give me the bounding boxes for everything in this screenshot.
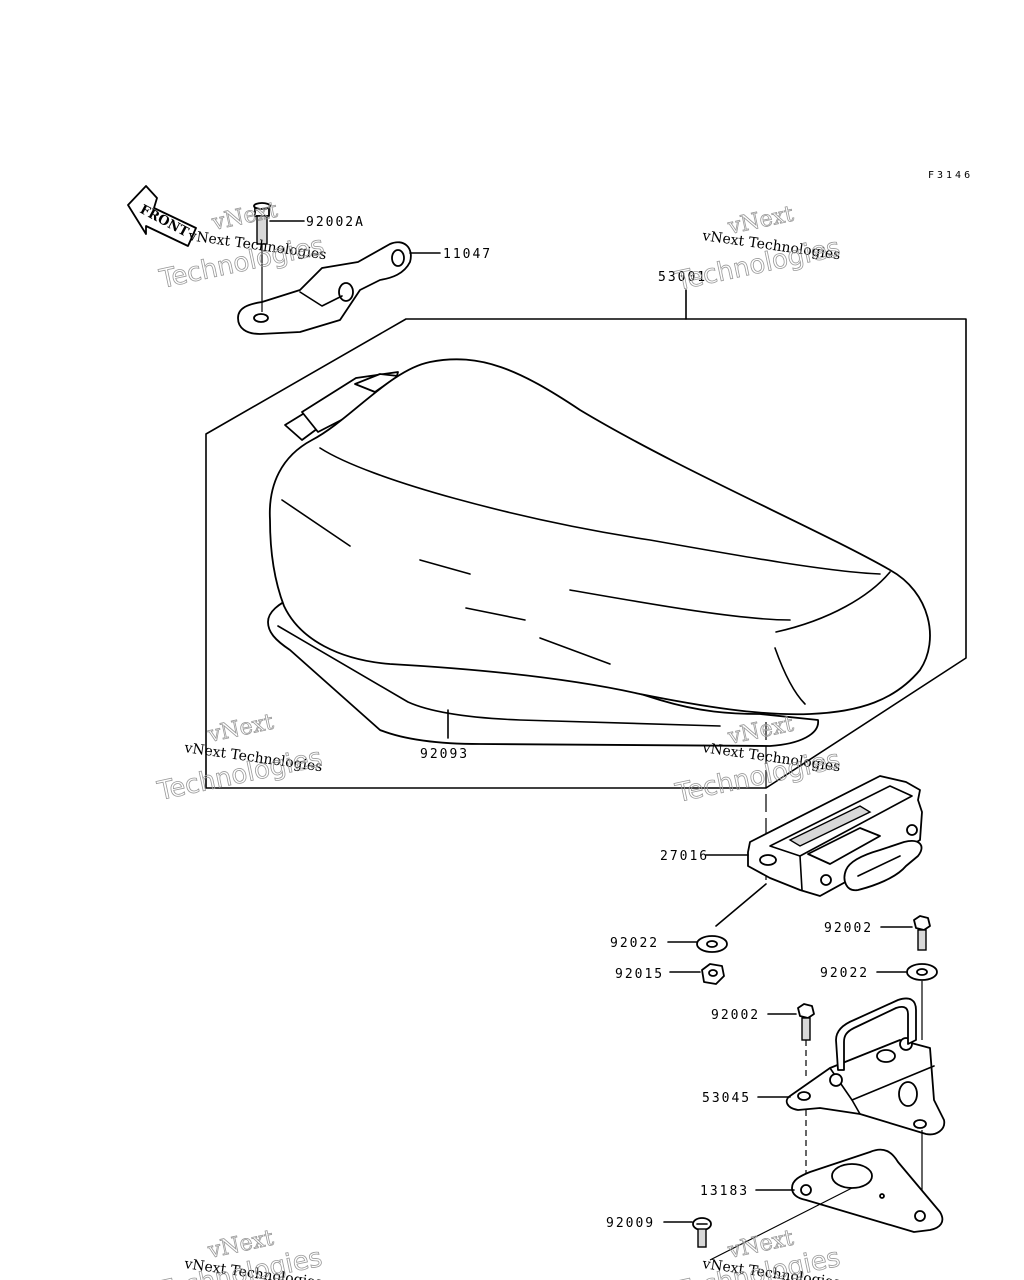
label-13183: 13183 [700,1184,749,1199]
svg-text:vNext: vNext [209,198,280,236]
label-92022-left: 92022 [610,936,659,951]
figure-code: F3146 [928,170,973,181]
latch-27016 [705,775,923,897]
line-92009 [709,1187,853,1261]
watermark-top-right: vNext vNext Technologies Technologies [672,201,843,297]
leader-27016-washer [715,883,767,927]
svg-text:vNext: vNext [205,710,276,748]
label-53045: 53045 [702,1091,751,1106]
seat-53001 [267,358,931,747]
bolt-92002-mid [797,1003,815,1080]
label-11047: 11047 [443,247,492,262]
watermark-bottom-left: vNext vNext Technologies Technologies [154,1225,325,1280]
label-92009: 92009 [606,1216,655,1231]
label-92022-right: 92022 [820,966,869,981]
watermark-top-left: vNext vNext Technologies Technologies [156,197,328,295]
bolt-92002A [253,202,271,312]
label-27016: 27016 [660,849,709,864]
plate-13183 [791,1148,944,1233]
bracket-53045 [785,997,946,1136]
front-arrow: FRONT [127,185,197,247]
label-53001: 53001 [658,270,707,285]
label-92015: 92015 [615,967,664,982]
bracket-11047 [237,241,412,335]
bolt-92002-right [913,915,931,951]
washer-92022-right [906,963,938,981]
label-92002-right: 92002 [824,921,873,936]
washer-92022-left [696,935,728,953]
nut-92015 [701,963,725,985]
label-92093: 92093 [420,747,469,762]
label-92002-mid: 92002 [711,1008,760,1023]
screw-92009 [692,1217,712,1248]
watermark-mid-left: vNext vNext Technologies Technologies [154,709,325,807]
label-92002A: 92002A [306,215,365,230]
